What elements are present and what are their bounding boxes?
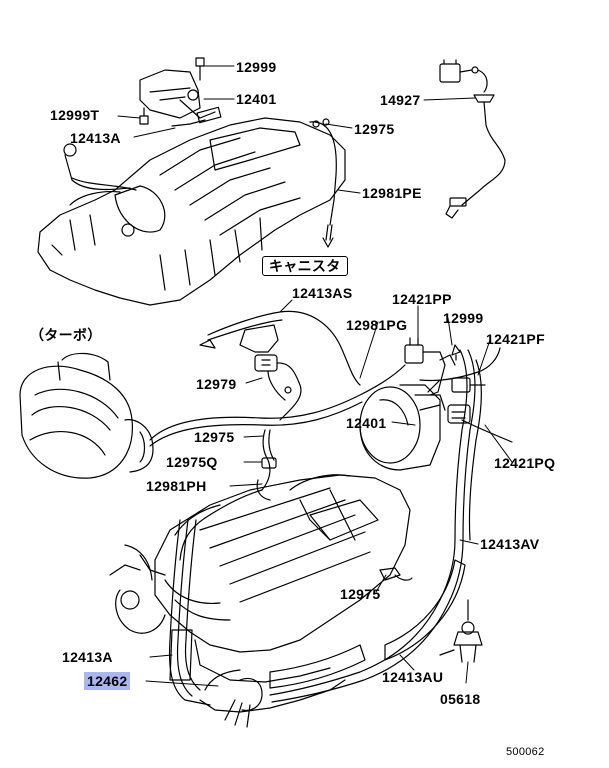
label-12999t: 12999T bbox=[50, 107, 100, 123]
label-12981pg: 12981PG bbox=[346, 317, 408, 333]
lower-intake-manifold bbox=[109, 474, 411, 728]
label-12421pp: 12421PP bbox=[392, 291, 452, 307]
label-12975-mid: 12975 bbox=[194, 429, 235, 445]
throttle-bracket bbox=[139, 57, 222, 127]
diagram-number: 500062 bbox=[506, 746, 545, 758]
label-12413a-top: 12413A bbox=[70, 130, 121, 146]
label-12999-top: 12999 bbox=[236, 59, 277, 75]
label-12979: 12979 bbox=[196, 376, 237, 392]
label-12401-top: 12401 bbox=[236, 91, 277, 107]
label-12413as: 12413AS bbox=[292, 285, 353, 301]
canister-hose bbox=[309, 118, 337, 248]
label-12981pe: 12981PE bbox=[362, 185, 422, 201]
label-14927: 14927 bbox=[380, 92, 421, 108]
label-12421pf: 12421PF bbox=[486, 331, 545, 347]
leader-lines bbox=[117, 65, 513, 687]
label-12975q: 12975Q bbox=[166, 454, 218, 470]
vacuum-valve bbox=[359, 337, 486, 471]
label-12999-mid: 12999 bbox=[443, 310, 484, 326]
label-05618: 05618 bbox=[440, 691, 481, 707]
label-12975-low: 12975 bbox=[340, 586, 381, 602]
label-12401-mid: 12401 bbox=[346, 415, 387, 431]
label-12413av: 12413AV bbox=[480, 536, 540, 552]
o2-sensor bbox=[439, 59, 506, 219]
label-turbo: （ターボ） bbox=[30, 327, 102, 343]
turbocharger bbox=[19, 352, 154, 479]
upper-intake-manifold bbox=[37, 117, 346, 306]
label-canister: キャニスタ bbox=[262, 256, 348, 276]
label-12413au: 12413AU bbox=[382, 669, 444, 685]
wiring-harness bbox=[149, 310, 513, 706]
label-12981ph: 12981PH bbox=[146, 478, 207, 494]
label-12413a-low: 12413A bbox=[62, 649, 113, 665]
label-12462-highlighted[interactable]: 12462 bbox=[84, 672, 131, 690]
label-12421pq: 12421PQ bbox=[494, 455, 556, 471]
label-12975-top: 12975 bbox=[354, 121, 395, 137]
